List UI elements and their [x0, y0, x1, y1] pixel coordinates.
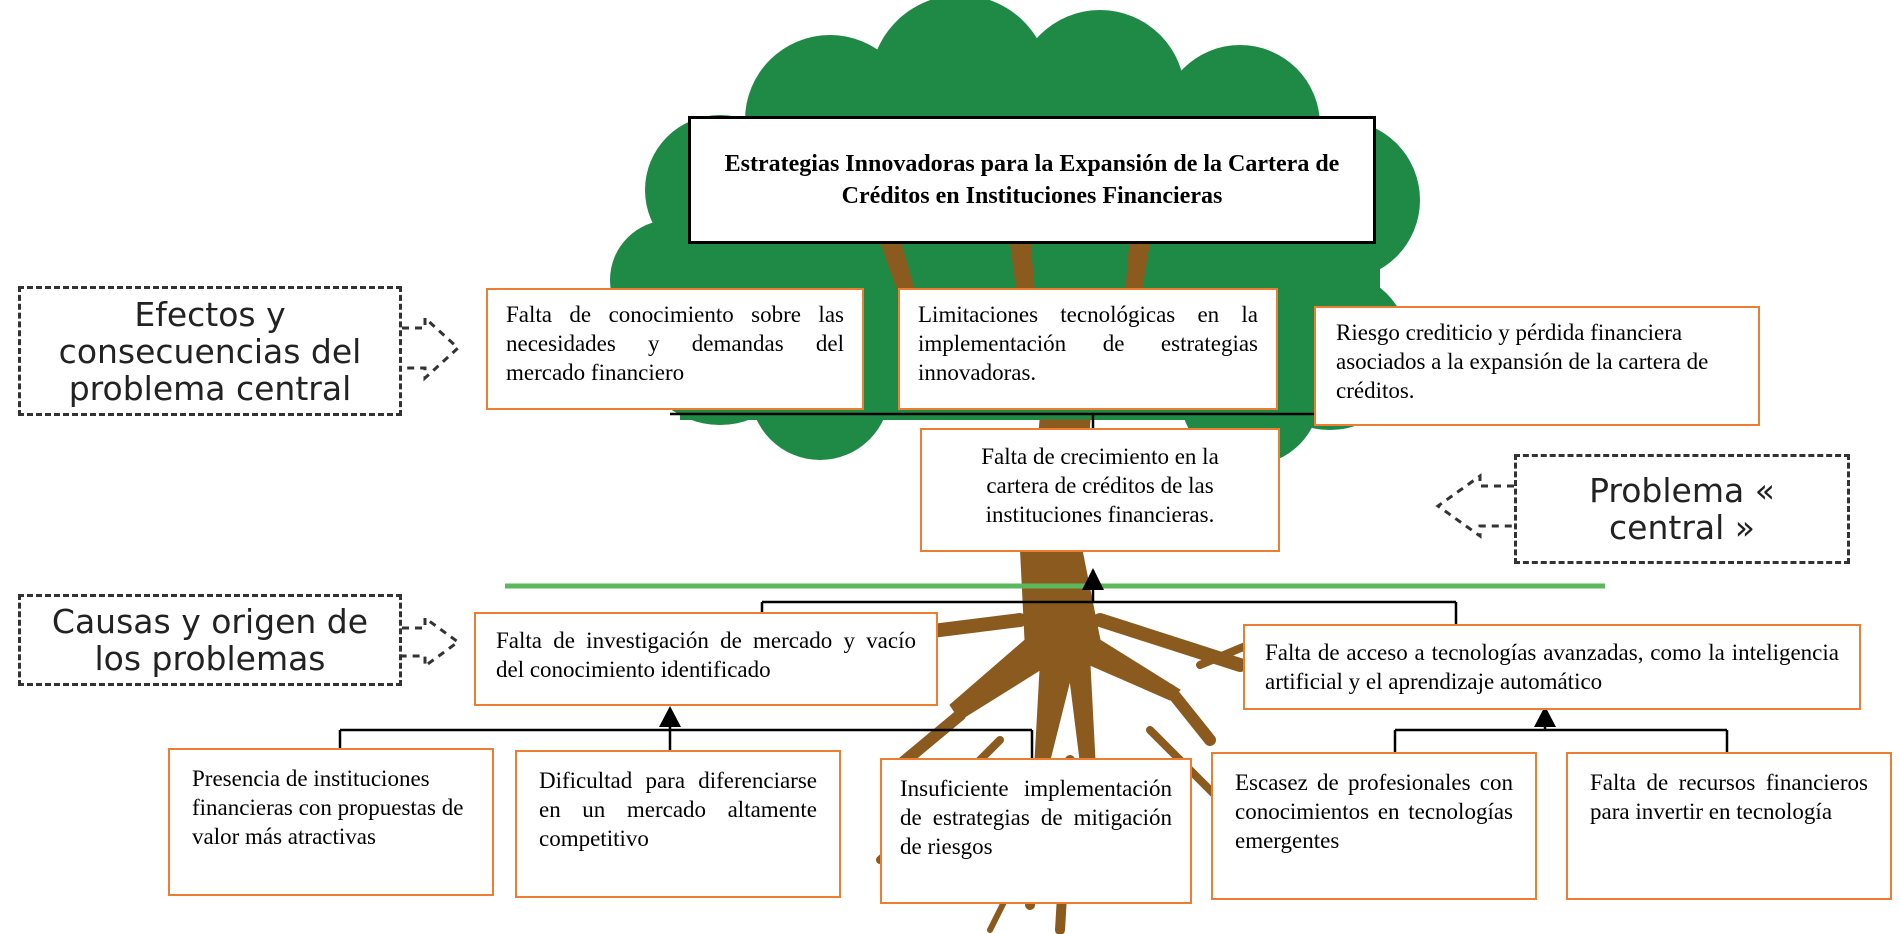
- cause-box: Falta de investigación de mercado y vací…: [474, 612, 938, 706]
- effect-text: Falta de conocimiento sobre las necesida…: [506, 302, 844, 385]
- causes-dashed-arrow: [402, 615, 461, 669]
- central-problem-box: Falta de crecimiento en la cartera de cr…: [920, 428, 1280, 552]
- central-dashed-arrow: [1435, 473, 1514, 539]
- sub-cause-box: Dificultad para diferenciarse en un merc…: [515, 750, 841, 898]
- effect-text: Riesgo crediticio y pérdida financiera a…: [1336, 320, 1709, 403]
- cause-box: Falta de acceso a tecnologías avanzadas,…: [1243, 624, 1861, 710]
- sub-cause-text: Escasez de profesionales con conocimient…: [1235, 770, 1513, 853]
- diagram-title: Estrategias Innovadoras para la Expansió…: [688, 116, 1376, 244]
- central-problem-label-text: Problema « central »: [1589, 471, 1775, 547]
- central-problem-text: Falta de crecimiento en la cartera de cr…: [981, 444, 1219, 527]
- sub-cause-box: Insuficiente implementación de estrategi…: [880, 758, 1192, 904]
- effects-label-text: Efectos y consecuencias del problema cen…: [58, 294, 362, 408]
- sub-cause-text: Insuficiente implementación de estrategi…: [900, 776, 1172, 859]
- causes-label: Causas y origen de los problemas: [18, 594, 402, 686]
- sub-cause-box: Presencia de instituciones financieras c…: [168, 748, 494, 896]
- central-arrowhead: [1082, 568, 1104, 590]
- left-subcause-connectors: [338, 712, 1034, 758]
- cause-text: Falta de acceso a tecnologías avanzadas,…: [1265, 640, 1839, 694]
- effect-box: Riesgo crediticio y pérdida financiera a…: [1314, 306, 1760, 426]
- sub-cause-text: Dificultad para diferenciarse en un merc…: [539, 768, 817, 851]
- sub-cause-box: Falta de recursos financieros para inver…: [1566, 752, 1892, 900]
- effect-box: Falta de conocimiento sobre las necesida…: [486, 288, 864, 410]
- right-subcause-connectors: [1393, 712, 1729, 752]
- causes-label-text: Causas y origen de los problemas: [51, 602, 369, 678]
- sub-cause-text: Presencia de instituciones financieras c…: [192, 766, 464, 849]
- effect-box: Limitaciones tecnológicas en la implemen…: [898, 288, 1278, 410]
- effect-text: Limitaciones tecnológicas en la implemen…: [918, 302, 1258, 385]
- title-text: Estrategias Innovadoras para la Expansió…: [724, 151, 1340, 209]
- sub-cause-text: Falta de recursos financieros para inver…: [1590, 770, 1868, 824]
- effects-dashed-arrow: [402, 314, 461, 382]
- central-problem-label: Problema « central »: [1514, 454, 1850, 564]
- sub-cause-box: Escasez de profesionales con conocimient…: [1211, 752, 1537, 900]
- right-cause-arrowhead: [1534, 706, 1556, 727]
- cause-text: Falta de investigación de mercado y vací…: [496, 628, 916, 682]
- effects-connectors: [670, 412, 1315, 428]
- left-cause-arrowhead: [659, 706, 681, 727]
- effects-label: Efectos y consecuencias del problema cen…: [18, 286, 402, 416]
